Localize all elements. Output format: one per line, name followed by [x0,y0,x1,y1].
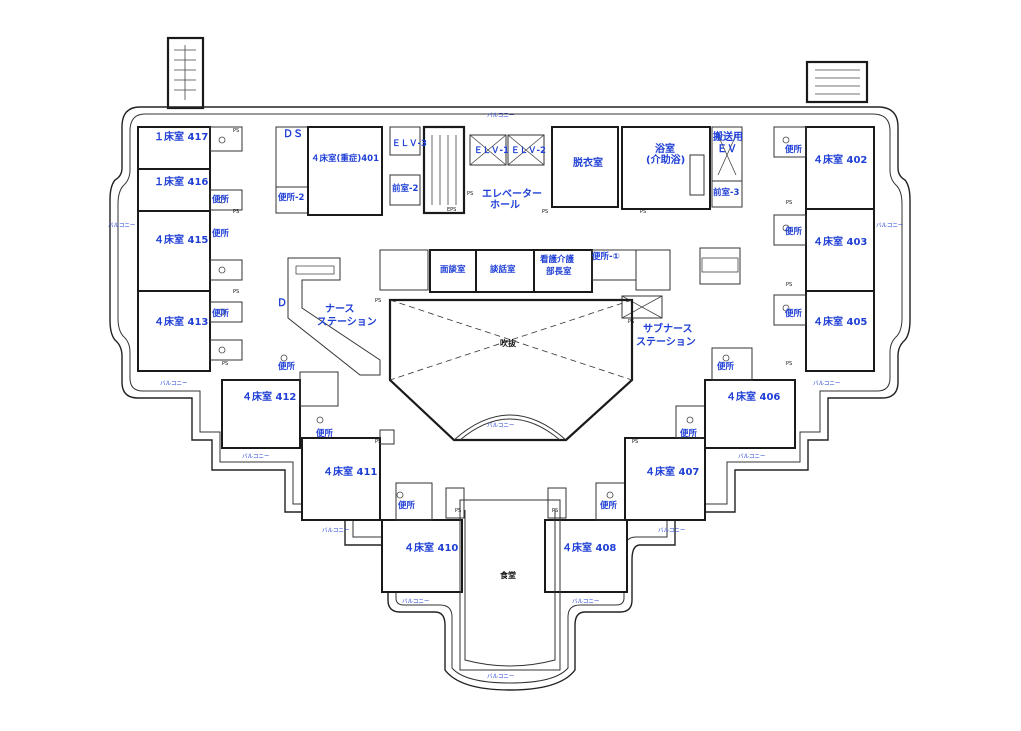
stair-tower-right [805,60,869,104]
dining-label: 食堂 [500,570,516,580]
ps-label: PS [542,209,548,215]
elevator-hall-label-2: ホール [490,199,520,211]
ps-label: PS [786,282,792,288]
eps-label: EPS [447,207,456,213]
sub-nurse-label-2: ステーション [636,336,696,348]
toilet-label: 便所 [212,308,230,319]
balcony-label: バルコニー [402,598,429,605]
room-407-label: ４床室 407 [645,465,699,478]
balcony-label: バルコニー [322,527,349,534]
room-415-label: ４床室 415 [154,233,208,246]
ps-label: PS [786,200,792,206]
room-416-label: １床室 416 [154,175,208,188]
transport-ev-label-1: 搬送用 [713,130,743,143]
toilet-label: 便所 [278,361,296,372]
elv-1-label: ＥＬＶ-1 [474,145,509,156]
ps-label: PS [233,289,239,295]
lower-rooms [221,347,796,671]
toilet-label: 便所 [600,500,618,511]
ps-label: PS [233,128,239,134]
room-412-label: ４床室 412 [242,390,296,403]
ps-label: PS [467,191,473,197]
ps-label: PS [552,508,558,514]
balcony-label: バルコニー [738,453,765,460]
room-401-label: ４床室(重症)401 [311,153,379,164]
toilet-label: 便所 [785,226,803,237]
sub-nurse-label-1: サブナース [643,322,693,335]
bath-label-2: (介助浴) [646,153,685,166]
ps-label: PS [455,508,461,514]
room-417-label: １床室 417 [154,130,208,143]
toilet-label: 便所 [680,428,698,439]
toilet-label: 便所 [785,144,803,155]
room-405-label: ４床室 405 [813,315,867,328]
toilet-label: 便所 [212,194,230,205]
ps-label: PS [222,361,228,367]
elv-2-label: ＥＬＶ-2 [511,145,546,156]
undress-room-label: 脱衣室 [573,156,603,169]
ps-label: PS [375,439,381,445]
toilet-label: 便所 [717,361,735,372]
toilet-2-label: 便所-2 [278,192,305,203]
elv-3-label: ＥＬＶ-3 [392,138,427,149]
ps-label: PS [786,361,792,367]
talk-room-label: 談話室 [490,264,516,275]
ps-label: PS [375,298,381,304]
transport-ev-label-2: ＥＶ [717,143,737,155]
interview-room-label: 面談室 [440,264,466,275]
room-410-label: ４床室 410 [404,541,458,554]
room-403-label: ４床室 403 [813,235,867,248]
balcony-label: バルコニー [813,380,840,387]
ps-label: PS [640,209,646,215]
care-head-label-1: 看護介護 [539,254,575,265]
room-402-label: ４床室 402 [813,153,867,166]
left-wing [137,126,243,372]
bath-label-1: 浴室 [655,142,675,155]
balcony-label: バルコニー [876,222,903,229]
center-block [287,247,741,376]
stair-tower-left [166,36,205,110]
atrium-label: 吹抜 [500,338,517,348]
balcony-label: バルコニー [108,222,135,229]
balcony-label: バルコニー [242,453,269,460]
nurse-station-label-2: ステーション [317,316,377,328]
front-room-3-label: 前室-3 [713,187,740,198]
right-wing [773,126,875,372]
balcony-outline [109,106,911,691]
room-408-label: ４床室 408 [562,541,616,554]
balcony-label: バルコニー [658,527,685,534]
top-core [275,125,743,216]
ds-label: ＤＳ [283,128,303,140]
balcony-label: バルコニー [487,422,514,429]
elevator-hall-label-1: エレベーター [482,188,542,200]
room-406-label: ４床室 406 [726,390,780,403]
balcony-label: バルコニー [487,112,514,119]
balcony-label: バルコニー [160,380,187,387]
nurse-station-label-1: ナース [325,303,355,315]
balcony-label: バルコニー [487,673,514,680]
atrium [388,298,634,442]
toilet-label: 便所 [212,228,230,239]
ps-label: PS [233,209,239,215]
care-head-label-2: 部長室 [546,266,572,277]
front-room-2-label: 前室-2 [392,183,419,194]
balcony-outline-inner [117,113,903,684]
ps-label: PS [632,439,638,445]
d-label: Ｄ [277,297,287,309]
toilet-label: 便所 [316,428,334,439]
toilet-1-label: 便所-① [592,251,620,262]
ps-label: PS [628,319,634,325]
toilet-label: 便所 [785,308,803,319]
balcony-label: バルコニー [572,598,599,605]
room-411-label: ４床室 411 [323,465,377,478]
room-413-label: ４床室 413 [154,315,208,328]
toilet-label: 便所 [398,500,416,511]
